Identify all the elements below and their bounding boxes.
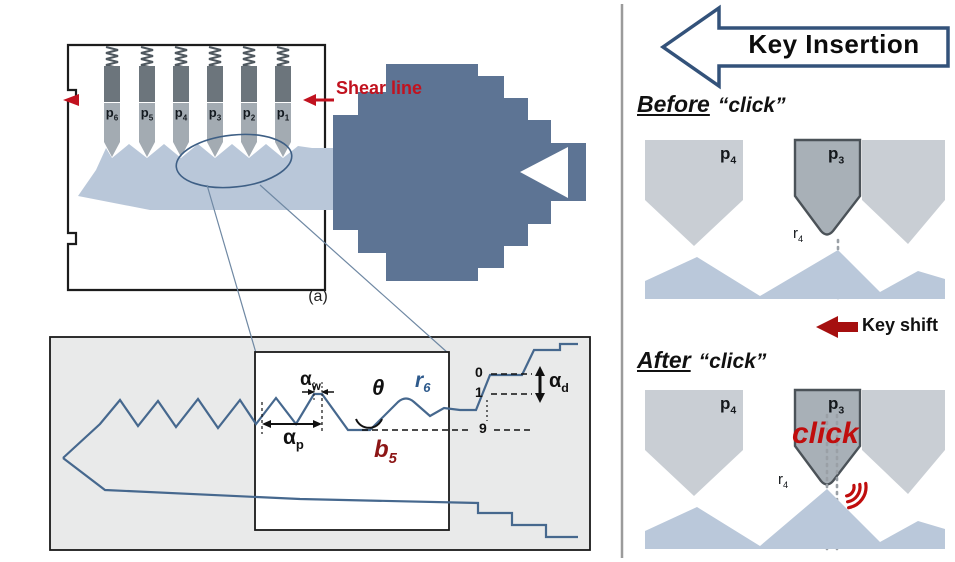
after-heading: After“click” [637, 347, 767, 373]
spring-icon [140, 46, 154, 69]
key-insertion-arrow [659, 4, 950, 90]
spring-icon [208, 46, 222, 69]
pin-label-p5: p5 [140, 105, 154, 123]
before-p4-label: p4 [720, 144, 737, 167]
spring-icon [276, 46, 290, 69]
pin-p4-before [645, 140, 743, 246]
click-label: click [792, 417, 859, 450]
r6-label: r6 [415, 369, 431, 396]
driver-pin [207, 66, 223, 102]
pin-label-p6: p6 [105, 105, 119, 123]
shear-line-label: Shear line [336, 78, 423, 98]
before-r4-label: r4 [793, 225, 804, 244]
pin-label-p4: p4 [174, 105, 188, 123]
spring-icon [242, 46, 256, 69]
alpha-d-arrowhead-up [535, 366, 545, 376]
zoom-ellipse [175, 133, 293, 189]
key-pin [139, 103, 155, 157]
panel-a-caption: (a) [308, 288, 328, 305]
driver-pin [275, 66, 291, 102]
b5-label: b5 [374, 436, 397, 467]
spring-icon [105, 46, 119, 69]
sound-arc-3 [847, 481, 868, 510]
sound-arc-1 [845, 483, 856, 498]
connector-line-left [206, 184, 257, 354]
after-p4-label: p4 [720, 394, 737, 417]
after-r4-label: r4 [778, 471, 789, 490]
alpha-p-arrowhead-right [313, 420, 322, 428]
key-bow-hole [520, 147, 568, 198]
key-profile-top [62, 342, 578, 459]
alpha-p-label: αp [283, 426, 304, 453]
pin-label-p3: p3 [208, 105, 222, 123]
key-insertion-title: Key Insertion [748, 29, 920, 59]
shear-line-left-arrow-icon [63, 94, 79, 106]
key-pin [104, 103, 120, 157]
key-profile-bottom [62, 457, 578, 539]
depth-9-label: 9 [477, 420, 489, 436]
spring-icons [105, 46, 290, 69]
connector-line-right [259, 184, 449, 354]
driver-pin [241, 66, 257, 102]
pin-p4-after [645, 390, 743, 496]
driver-pin [173, 66, 189, 102]
alpha-w-arrowhead-left [308, 389, 315, 395]
key-pins [104, 103, 291, 157]
depth-0-label: 0 [475, 364, 483, 380]
pin-p3-before [793, 138, 862, 236]
sound-arc-2 [846, 482, 862, 504]
pin-label-p2: p2 [242, 105, 256, 123]
after-panel [645, 388, 945, 551]
theta-label: θ [372, 375, 385, 400]
key-bitting-after [645, 489, 945, 549]
key-pin [241, 103, 257, 157]
key-bitting-before [645, 250, 945, 299]
alpha-w-label: αw [300, 369, 321, 393]
depth-1-label: 1 [475, 384, 483, 400]
pin-right-before [862, 140, 945, 244]
after-p3-label: p3 [828, 394, 845, 417]
before-heading: Before“click” [637, 91, 786, 117]
alpha-d-label: αd [549, 370, 569, 395]
key-shift-label: Key shift [862, 315, 939, 335]
alpha-d-arrowhead-down [535, 393, 545, 403]
alpha-w-arrowhead-right [321, 389, 328, 395]
key-pin [207, 103, 223, 157]
pin-right-after [862, 390, 945, 494]
depth-dashes [362, 373, 534, 431]
driver-pins [104, 66, 291, 102]
pin-label-p1: p1 [276, 105, 290, 123]
key-bow [333, 64, 586, 281]
theta-angle-arc [355, 418, 383, 429]
key-shift-arrow-icon [816, 316, 858, 338]
driver-pin [104, 66, 120, 102]
before-panel [645, 138, 945, 301]
alpha-p-arrowhead-left [262, 420, 271, 428]
driver-pin [139, 66, 155, 102]
key-pin [173, 103, 189, 157]
shear-line-right-arrow-icon [303, 94, 316, 106]
click-sound-icon [845, 481, 868, 510]
spring-icon [174, 46, 188, 69]
before-p3-label: p3 [828, 144, 845, 167]
key-pin [275, 103, 291, 157]
